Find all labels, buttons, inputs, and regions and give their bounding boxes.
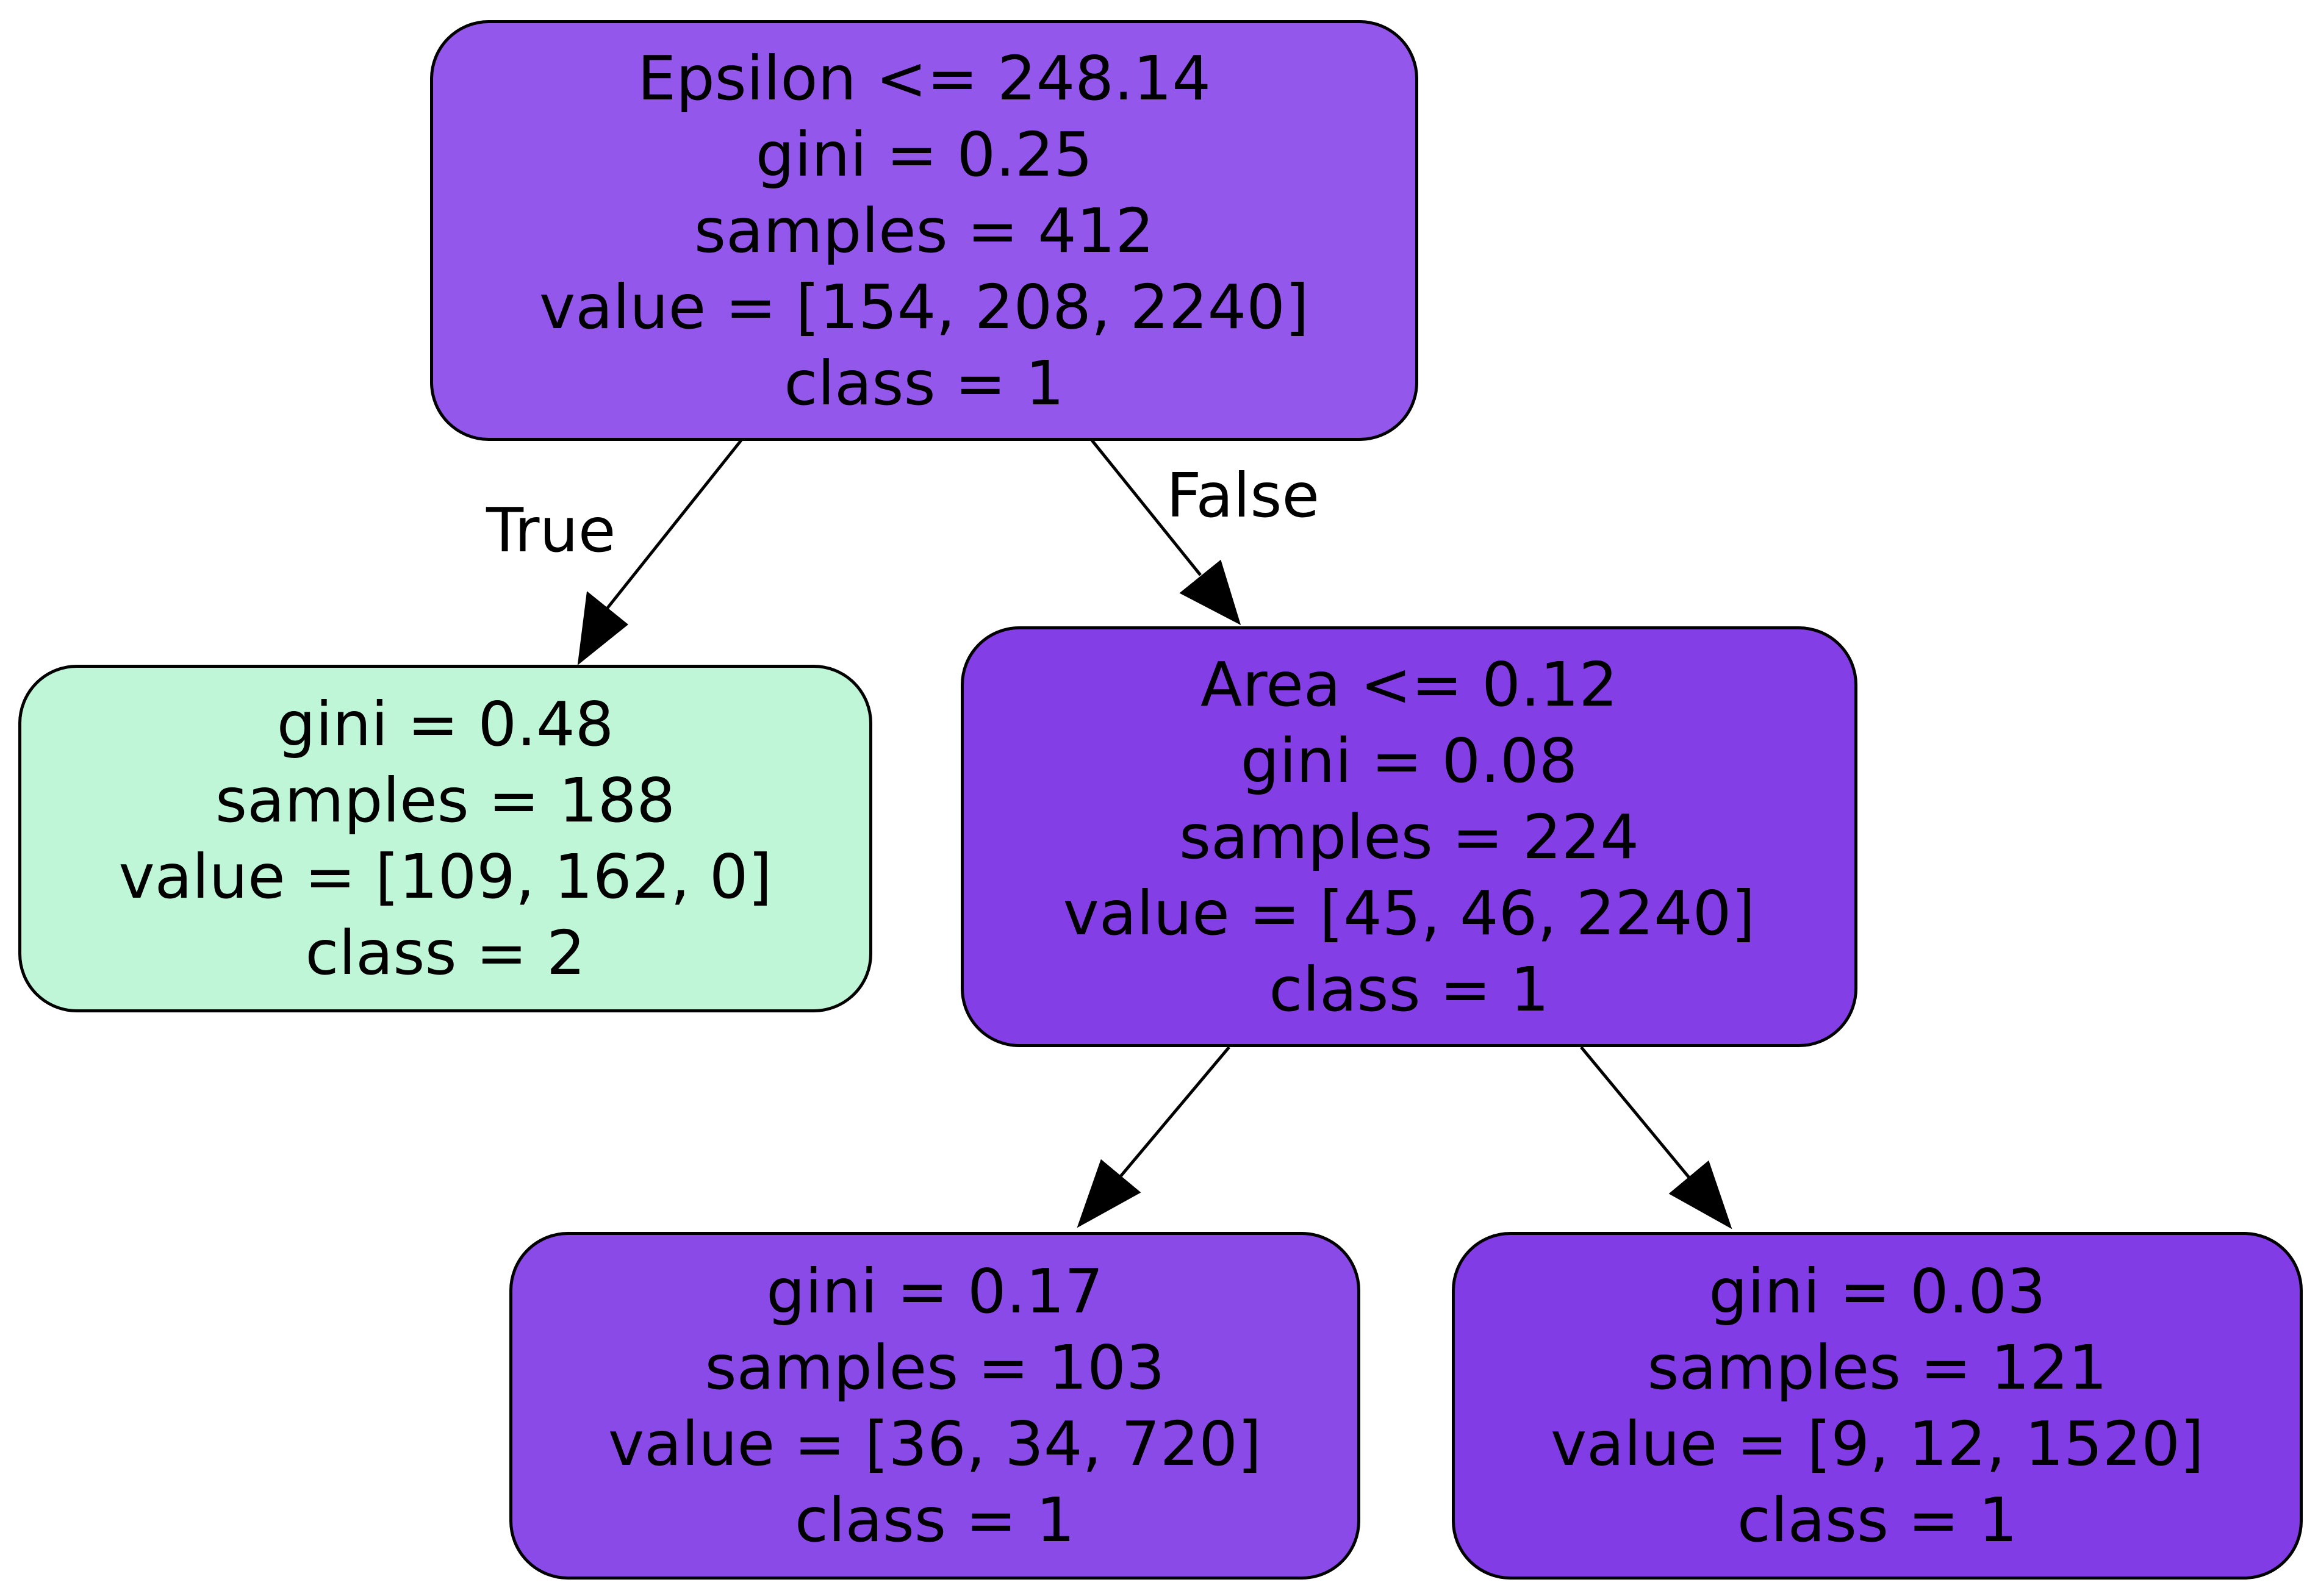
tree-node-right-left-leaf: gini = 0.17 samples = 103 value = [36, 3… bbox=[509, 1232, 1360, 1580]
node-samples: samples = 188 bbox=[215, 765, 675, 836]
node-samples: samples = 224 bbox=[1179, 801, 1639, 873]
node-samples: samples = 121 bbox=[1647, 1332, 2108, 1403]
edge-right-split-to-right-right-leaf bbox=[1580, 1046, 1732, 1229]
node-condition: Epsilon <= 248.14 bbox=[637, 42, 1211, 114]
edge-label-true: True bbox=[486, 495, 616, 566]
node-value: value = [45, 46, 2240] bbox=[1063, 877, 1756, 949]
tree-node-root: Epsilon <= 248.14 gini = 0.25 samples = … bbox=[430, 20, 1418, 441]
edge-root-to-right-split bbox=[1091, 439, 1241, 625]
node-value: value = [109, 162, 0] bbox=[118, 841, 772, 912]
node-gini: gini = 0.25 bbox=[755, 118, 1093, 190]
tree-node-left-leaf: gini = 0.48 samples = 188 value = [109, … bbox=[18, 665, 872, 1012]
edge-right-split-to-right-left-leaf bbox=[1077, 1046, 1230, 1228]
tree-node-right-right-leaf: gini = 0.03 samples = 121 value = [9, 12… bbox=[1452, 1232, 2303, 1580]
node-gini: gini = 0.03 bbox=[1709, 1256, 2046, 1327]
node-class: class = 2 bbox=[305, 917, 586, 989]
edge-root-to-left-leaf bbox=[577, 439, 742, 665]
node-class: class = 1 bbox=[1737, 1484, 2018, 1556]
edge-label-false: False bbox=[1166, 460, 1320, 531]
node-class: class = 1 bbox=[1269, 953, 1549, 1025]
node-value: value = [9, 12, 1520] bbox=[1550, 1408, 2205, 1480]
tree-node-right-split: Area <= 0.12 gini = 0.08 samples = 224 v… bbox=[961, 626, 1857, 1047]
node-condition: Area <= 0.12 bbox=[1200, 648, 1618, 720]
node-samples: samples = 412 bbox=[694, 195, 1154, 267]
node-gini: gini = 0.17 bbox=[766, 1256, 1103, 1327]
node-gini: gini = 0.48 bbox=[276, 689, 614, 760]
node-value: value = [36, 34, 720] bbox=[608, 1408, 1262, 1480]
node-class: class = 1 bbox=[794, 1484, 1075, 1556]
node-samples: samples = 103 bbox=[705, 1332, 1165, 1403]
node-gini: gini = 0.08 bbox=[1240, 725, 1578, 796]
node-class: class = 1 bbox=[784, 347, 1064, 419]
node-value: value = [154, 208, 2240] bbox=[539, 271, 1309, 343]
